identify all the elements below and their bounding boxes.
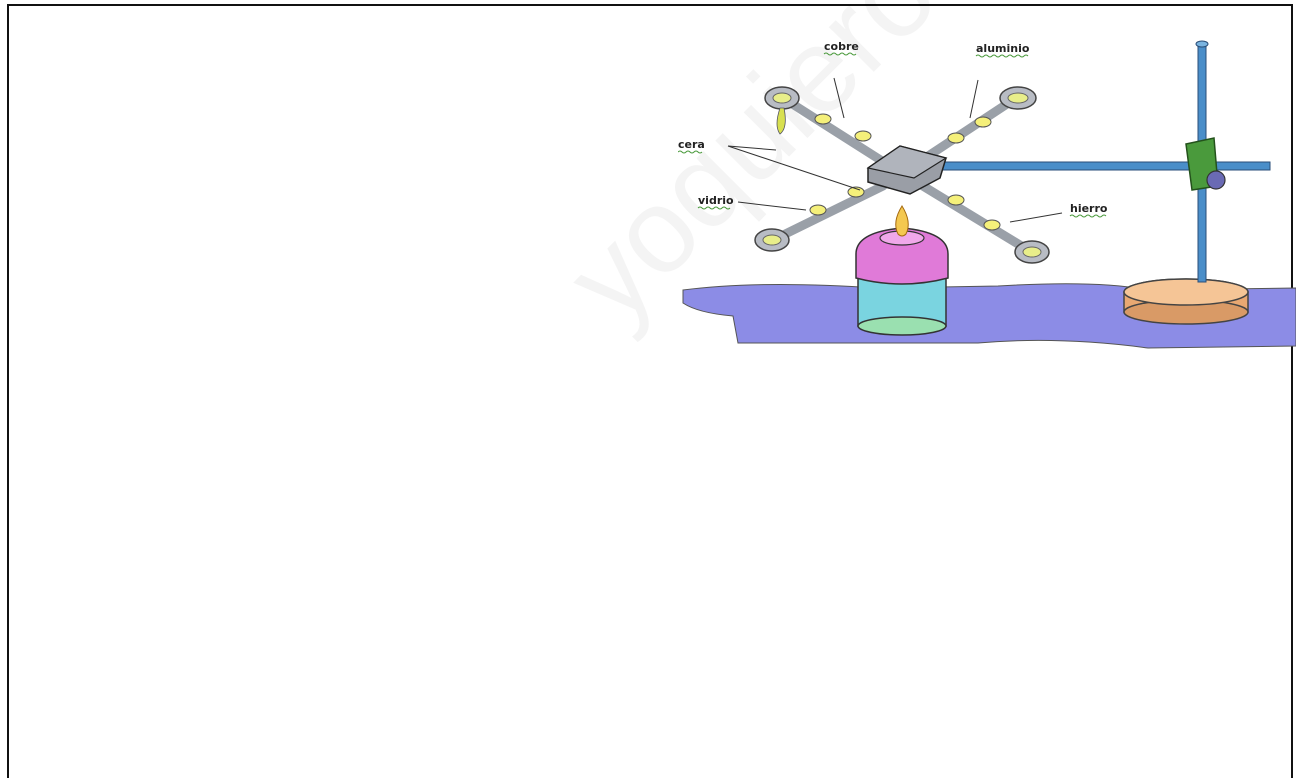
- wax-drop: [776, 107, 786, 135]
- label-hierro: hierro: [1070, 202, 1108, 215]
- label-cobre: cobre: [824, 40, 859, 53]
- stand-arm: [939, 161, 1271, 171]
- flame: [895, 205, 909, 237]
- label-pointers: [727, 77, 1063, 223]
- label-vidrio: vidrio: [698, 194, 734, 207]
- burner: [855, 227, 949, 336]
- page-border: [7, 4, 1293, 778]
- heat-conduction-diagram: cobre aluminio cera vidrio hierro: [678, 18, 1296, 358]
- spellcheck-underlines: [678, 52, 1107, 218]
- label-aluminio: aluminio: [976, 42, 1030, 55]
- label-cera: cera: [678, 138, 705, 151]
